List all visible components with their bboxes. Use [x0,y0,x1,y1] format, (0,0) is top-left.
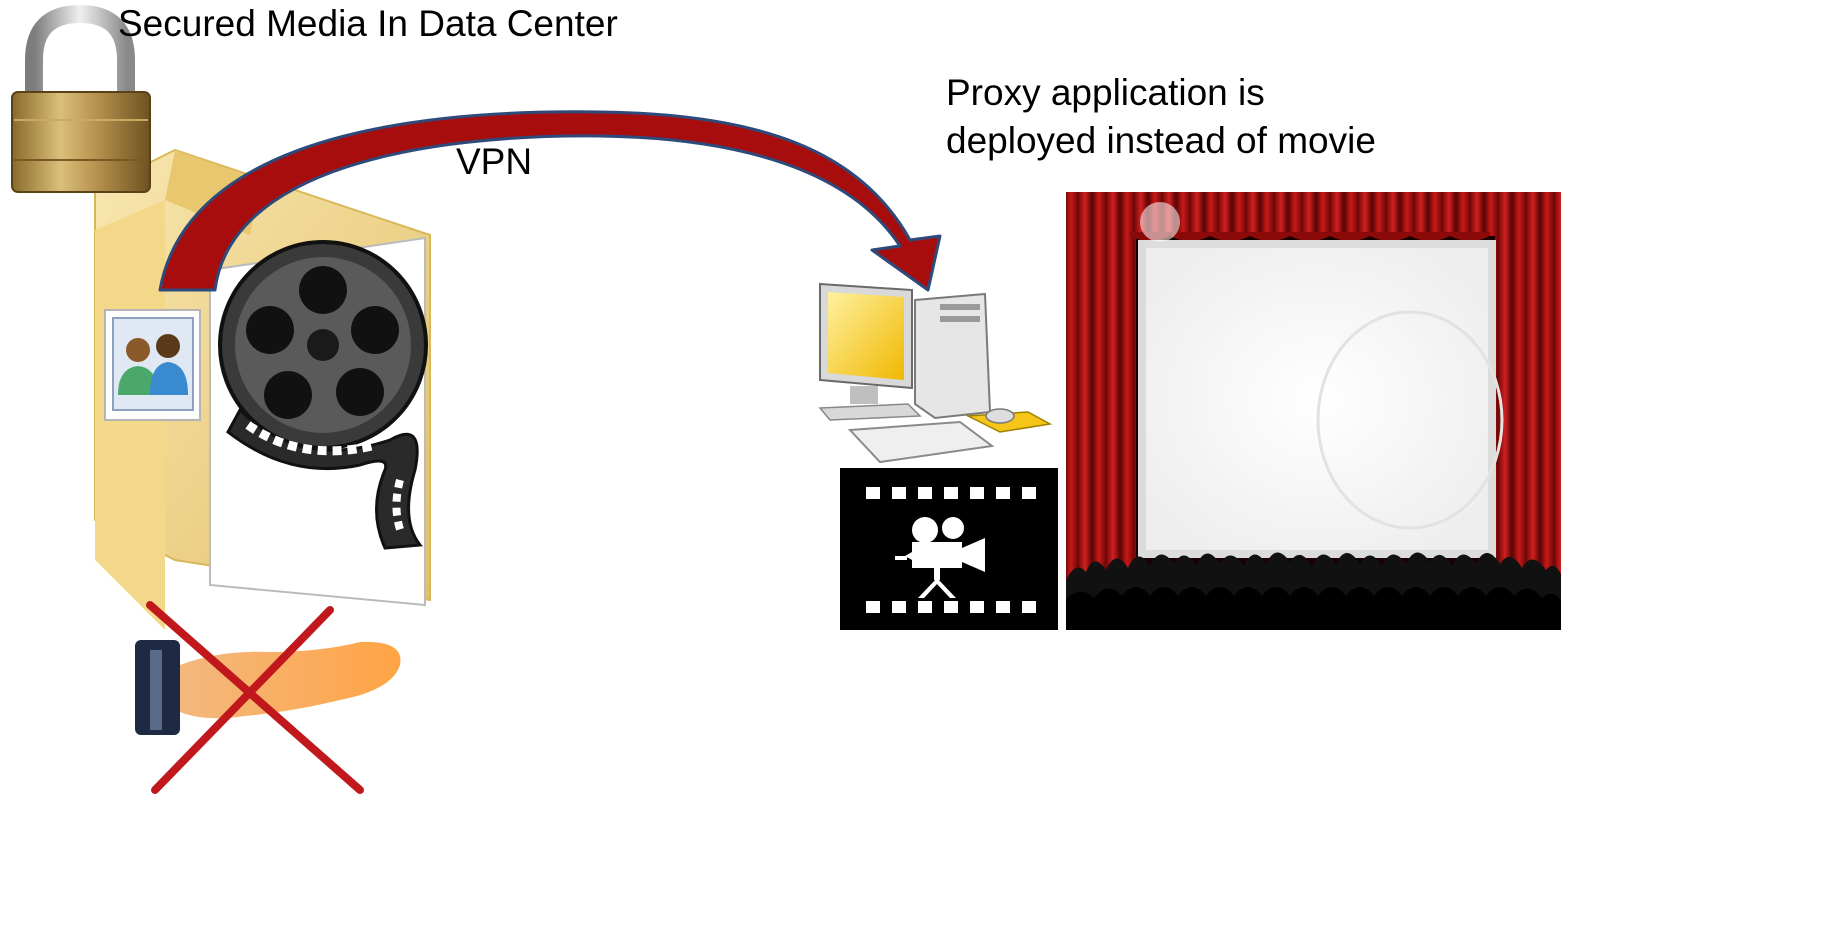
padlock-icon [11,4,151,193]
movie-camera-icon [840,468,1058,630]
film-reel-icon [218,240,428,550]
secured-media-label: Secured Media In Data Center [118,3,618,44]
proxy-label-line2: deployed instead of movie [946,120,1376,161]
proxy-label-line1: Proxy application is [946,72,1265,113]
users-icon [104,309,201,421]
cross-icon [146,601,364,794]
vpn-label: VPN [456,141,532,182]
vpn-arrow [158,110,942,292]
computer-icon [818,282,1053,464]
theater-icon [1066,192,1561,630]
hand-icon [135,640,401,735]
